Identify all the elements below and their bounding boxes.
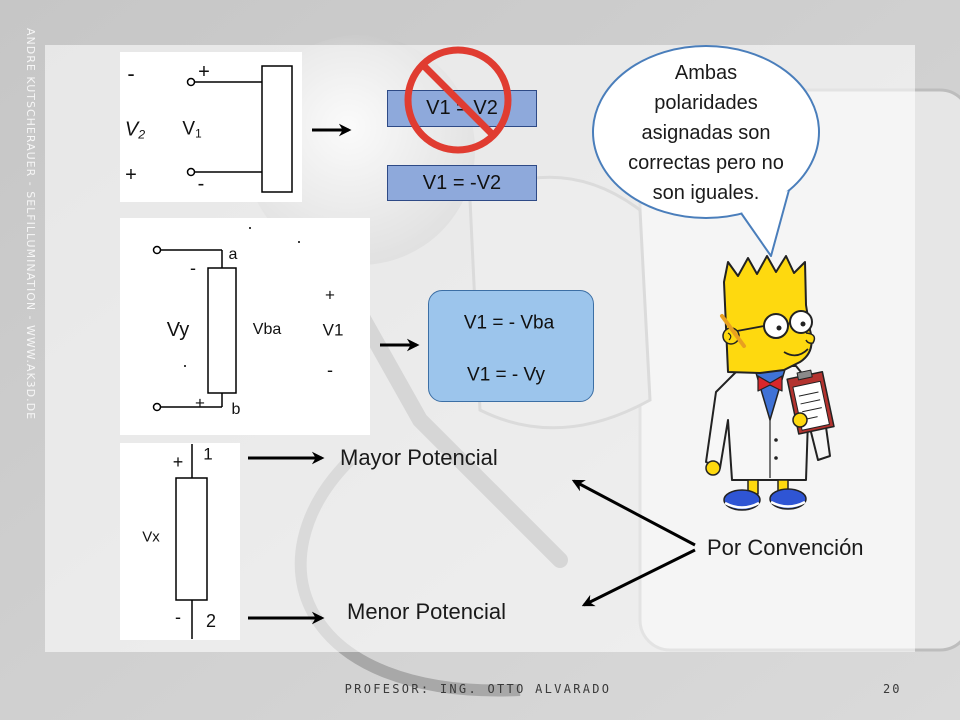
- circuit1-v1-symbol: V: [182, 118, 196, 140]
- circuit2-panel: [120, 218, 370, 435]
- side-credit: ANDRE KUTSCHERAUER - SELFILLUMINATION - …: [24, 28, 37, 421]
- circuit3-node-2: 2: [205, 611, 217, 631]
- equation-box-rounded: [428, 290, 594, 402]
- circuit1-v2-symbol: V: [124, 118, 139, 141]
- equation-equal-text: V1 = V2: [426, 97, 498, 119]
- circuit2-plus-b: +: [195, 393, 205, 413]
- circuit1-v2-subscript: 2: [138, 127, 146, 142]
- label-mayor-potencial: Mayor Potencial: [340, 445, 498, 470]
- circuit2-node-a: a: [228, 246, 238, 263]
- circuit1-v1-subscript: 1: [195, 127, 202, 141]
- bubble-line: Ambas: [674, 62, 738, 84]
- circuit1-plus-bottom: +: [125, 164, 137, 186]
- circuit1-v1-label: V1: [182, 120, 201, 141]
- bubble-line: polaridades: [654, 92, 758, 114]
- equation-box-equal: V1 = V2: [387, 90, 537, 127]
- footer-professor: PROFESOR: ING. OTTO ALVARADO: [344, 682, 612, 696]
- bubble-line: son iguales.: [652, 182, 760, 204]
- circuit1-v2-label: V2: [125, 119, 145, 141]
- circuit3-minus: -: [175, 607, 181, 627]
- circuit1-panel: [120, 52, 302, 202]
- equation-vba-text: V1 = - Vba: [463, 312, 555, 334]
- bubble-line: correctas pero no: [628, 152, 784, 174]
- page-number: 20: [883, 682, 902, 696]
- circuit2-minus-a: -: [190, 258, 196, 278]
- circuit3-node-1: 1: [203, 444, 213, 464]
- bubble-line: asignadas son: [641, 122, 771, 144]
- circuit3-plus: +: [172, 452, 184, 472]
- circuit2-vy: Vy: [166, 319, 190, 341]
- label-menor-potencial: Menor Potencial: [347, 599, 506, 624]
- equation-negative-text: V1 = -V2: [422, 171, 502, 194]
- circuit2-v1: V1: [322, 320, 344, 340]
- circuit1-plus-top: +: [198, 61, 210, 83]
- equation-box-negative: V1 = -V2: [387, 165, 537, 201]
- equation-vy-text: V1 = - Vy: [467, 364, 545, 386]
- circuit2-minus-right: -: [327, 360, 333, 380]
- circuit1-minus-top: -: [127, 61, 135, 86]
- label-por-convencion: Por Convención: [707, 535, 864, 560]
- circuit1-minus-bottom: -: [197, 173, 205, 195]
- circuit2-node-b: b: [231, 401, 241, 418]
- circuit3-vx: Vx: [142, 528, 160, 546]
- circuit2-plus-right: +: [325, 285, 335, 305]
- circuit2-vba: Vba: [252, 321, 282, 338]
